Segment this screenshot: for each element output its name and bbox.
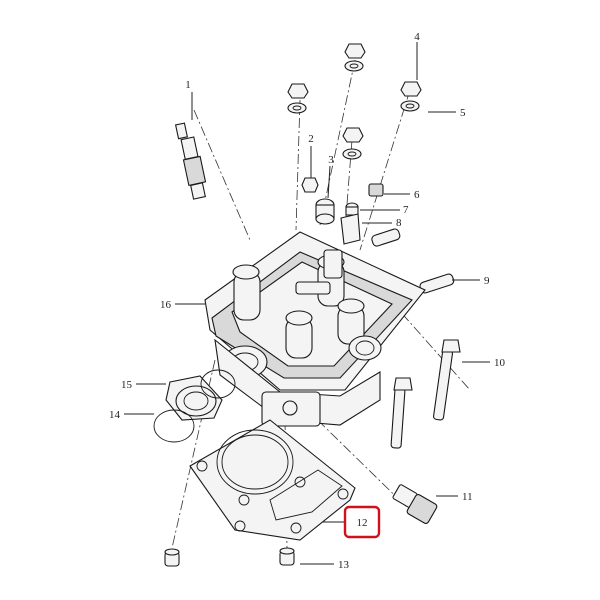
callout-10: 10 [494,357,506,369]
callout-3: 3 [328,154,334,166]
callout-13: 13 [338,559,350,571]
callout-12: 12 [357,517,368,529]
spark-plug [174,122,207,200]
nuts-and-washers [287,43,422,245]
callout-labels: 1 2 3 4 5 6 7 8 9 10 11 12 13 14 15 16 [109,31,506,571]
callout-5: 5 [460,107,466,119]
callout-7: 7 [403,204,409,216]
callout-6: 6 [414,189,420,201]
head-gasket [189,419,356,541]
cylinder-head [204,231,426,427]
callout-11: 11 [462,491,473,503]
dowel-pins [164,547,295,567]
callout-8: 8 [396,217,402,229]
o-rings [153,369,236,443]
stud-bolts [371,228,461,524]
callout-1: 1 [185,79,191,91]
leader-lines [124,42,490,565]
callout-16: 16 [160,299,172,311]
callout-2: 2 [308,133,314,145]
callout-4: 4 [414,31,420,43]
callout-15: 15 [121,379,133,391]
callout-9: 9 [484,275,490,287]
highlight-box [343,505,381,539]
callout-14: 14 [109,409,121,421]
